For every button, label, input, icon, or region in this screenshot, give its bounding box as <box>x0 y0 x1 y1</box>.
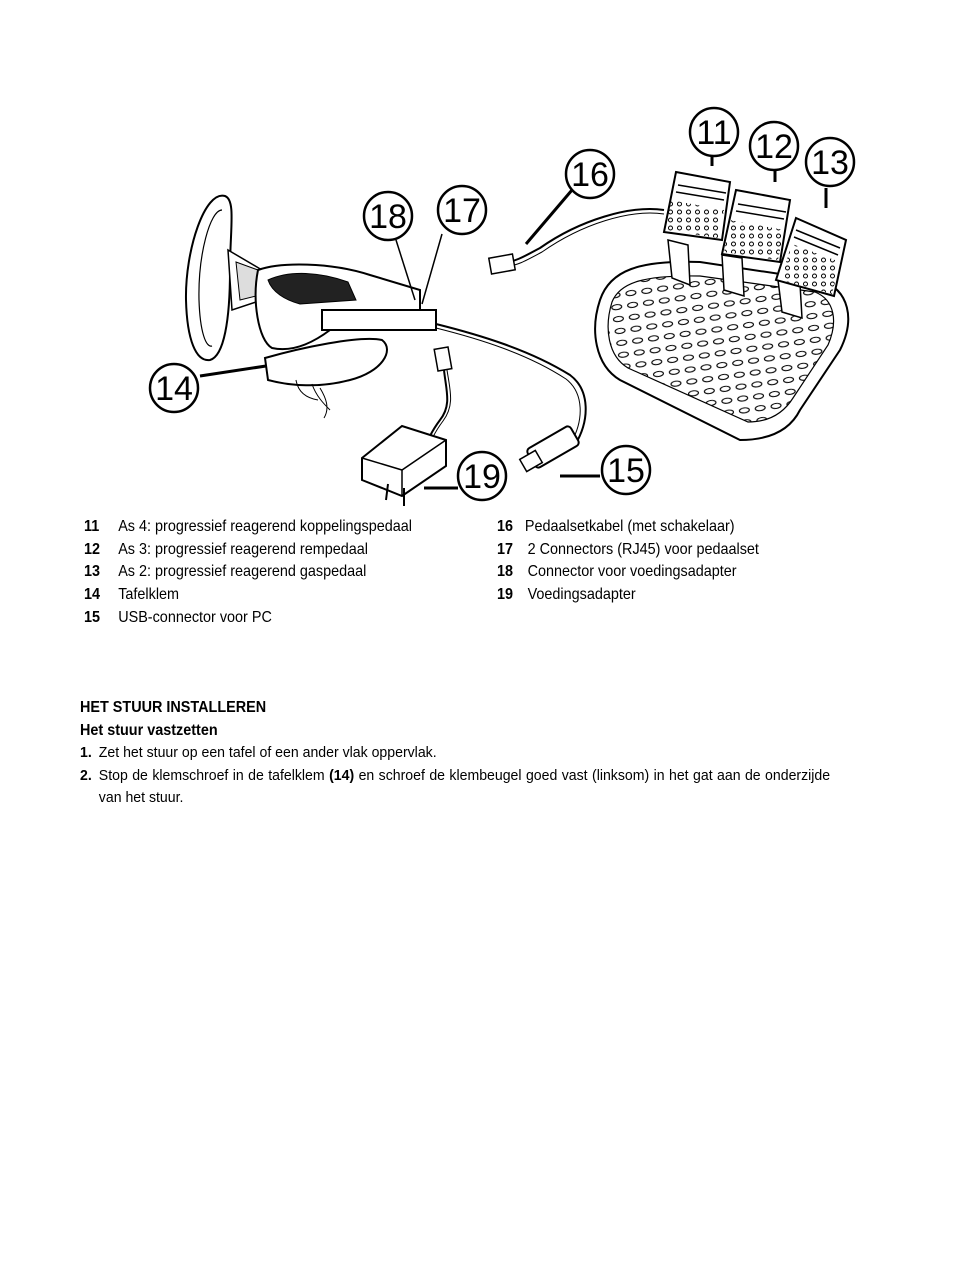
legend-right-column: 16 Pedaalsetkabel (met schakelaar) 17 2 Co… <box>497 516 788 607</box>
legend-text: Connector voor voedingsadapter <box>527 563 737 581</box>
steering-wheel-pedals-illustration: 11 12 13 14 15 16 17 18 19 <box>148 106 856 506</box>
clutch-pedal <box>662 170 732 287</box>
legend-number: 15 <box>84 608 101 626</box>
legend-text: As 4: progressief reagerend koppelingspe… <box>118 518 412 535</box>
steering-wheel <box>184 194 437 419</box>
installation-section: HET STUUR INSTALLEREN Het stuur vastzett… <box>80 697 850 810</box>
gas-pedal <box>774 216 848 320</box>
callout-15: 15 <box>600 444 652 496</box>
legend-number: 14 <box>84 586 101 604</box>
legend-text: Tafelklem <box>118 586 180 604</box>
legend-number: 19 <box>497 586 514 604</box>
legend-item: 11 As 4: progressief reagerend koppelings… <box>84 516 412 539</box>
svg-text:14: 14 <box>155 370 193 408</box>
pedal-cable <box>487 208 665 275</box>
legend-text: As 3: progressief reagerend rempedaal <box>118 540 368 558</box>
callout-13: 13 <box>804 136 856 188</box>
legend-item: 15 USB-connector voor PC <box>84 607 412 630</box>
callout-17: 17 <box>436 184 488 236</box>
svg-text:19: 19 <box>463 458 501 496</box>
step-number: 2. <box>80 766 92 784</box>
step-1: 1. Zet het stuur op een tafel of een ande… <box>80 742 851 765</box>
legend-text: Pedaalsetkabel (met schakelaar) <box>524 518 735 535</box>
callout-11: 11 <box>688 106 740 158</box>
svg-text:18: 18 <box>369 198 407 236</box>
legend-number: 17 <box>497 540 514 558</box>
step-2: 2. Stop de klemschroef in de tafelklem (1… <box>80 765 830 810</box>
legend-number: 11 <box>84 518 100 535</box>
usb-cable <box>435 323 587 473</box>
legend-text: USB-connector voor PC <box>118 608 272 626</box>
legend-number: 12 <box>84 540 101 558</box>
power-cable <box>361 346 453 506</box>
callout-leaders <box>199 156 828 490</box>
legend-number: 16 <box>497 518 514 535</box>
legend-text: Voedingsadapter <box>527 586 636 604</box>
legend-item: 12 As 3: progressief reagerend rempedaal <box>84 539 412 562</box>
step-text-after: en schroef de klembeugel goed vast (link… <box>98 766 831 807</box>
callout-14: 14 <box>148 362 200 414</box>
legend-text: 2 Connectors (RJ45) voor pedaalset <box>527 540 759 558</box>
legend-item: 17 2 Connectors (RJ45) voor pedaalset <box>497 539 759 562</box>
callout-12: 12 <box>748 120 800 172</box>
legend-number: 13 <box>84 563 101 581</box>
svg-text:13: 13 <box>811 144 849 182</box>
step-number: 1. <box>80 744 92 762</box>
svg-text:15: 15 <box>607 452 645 490</box>
legend-item: 18 Connector voor voedingsadapter <box>497 561 759 584</box>
legend-left-column: 11 As 4: progressief reagerend koppelings… <box>84 516 448 630</box>
callout-16: 16 <box>564 148 616 200</box>
callout-18: 18 <box>362 190 414 242</box>
svg-text:16: 16 <box>571 156 609 194</box>
legend-item: 19 Voedingsadapter <box>497 584 759 607</box>
step-text: Zet het stuur op een tafel of een ander … <box>98 744 437 762</box>
legend-item: 14 Tafelklem <box>84 584 412 607</box>
legend-item: 16 Pedaalsetkabel (met schakelaar) <box>497 516 759 539</box>
legend-text: As 2: progressief reagerend gaspedaal <box>118 563 367 581</box>
section-subheading: Het stuur vastzetten <box>80 721 218 739</box>
callout-19: 19 <box>456 450 508 502</box>
brake-pedal <box>720 188 792 298</box>
svg-text:11: 11 <box>696 114 731 152</box>
step-text-before: Stop de klemschroef in de tafelklem <box>98 766 330 784</box>
section-heading: HET STUUR INSTALLEREN <box>80 699 267 716</box>
legend-item: 13 As 2: progressief reagerend gaspedaal <box>84 561 412 584</box>
legend-number: 18 <box>497 563 514 581</box>
step-reference: (14) <box>329 766 355 784</box>
svg-text:17: 17 <box>443 192 481 230</box>
svg-text:12: 12 <box>755 128 793 166</box>
